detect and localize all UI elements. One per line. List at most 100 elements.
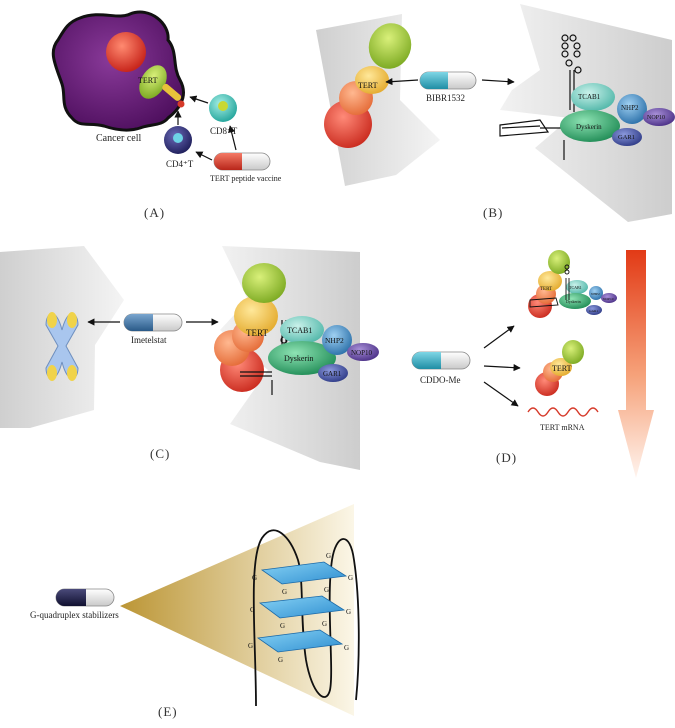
- panel-a-label: (A): [144, 205, 165, 220]
- peptide-stick: [162, 83, 182, 101]
- bibr1532-pill: [419, 71, 477, 90]
- g-quadruplex-stabilizer-pill: [55, 588, 115, 607]
- gar1-label-b: GAR1: [618, 134, 635, 141]
- tert-green-b: [368, 23, 412, 69]
- g-base-1c: G: [348, 574, 353, 582]
- nop10-label-c: NOP10: [351, 349, 373, 357]
- tert-green-d2: [562, 340, 584, 364]
- nhp2-label-d: NHP2: [591, 292, 600, 296]
- dyskerin-b: [560, 110, 620, 142]
- tert-green-c: [242, 263, 286, 303]
- cd4-nucleus: [173, 133, 183, 143]
- tert-yellow-d1: [538, 271, 562, 291]
- g-base-3d: G: [278, 656, 283, 664]
- panel-e-label: (E): [158, 704, 178, 719]
- tert-label-b: TERT: [358, 81, 378, 90]
- panel-e: G-quadruplex stabilizers G G G G G G G G…: [30, 504, 360, 719]
- g-quadruplex-label: G-quadruplex stabilizers: [30, 610, 119, 620]
- dyskerin-label-b: Dyskerin: [576, 123, 602, 131]
- telomerase-rna-d: [529, 264, 570, 308]
- g-base-2d: G: [280, 622, 285, 630]
- arrow-d-down: [483, 381, 519, 407]
- chromosome-icon: [45, 312, 79, 381]
- arrow-b-right: [481, 78, 515, 86]
- tcab1-d: [566, 280, 588, 294]
- arrow-vaccine-to-cd4: [195, 151, 213, 161]
- arrow-d-up: [483, 325, 515, 349]
- nhp2-b: [617, 94, 647, 124]
- imetelstat-pill: [123, 313, 183, 332]
- nhp2-label-b: NHP2: [621, 104, 639, 112]
- g-tetrad-2: [258, 595, 346, 619]
- tert-mrna-wave: [527, 407, 599, 417]
- tcab1-label-b: TCAB1: [578, 93, 601, 101]
- nop10-b: [643, 108, 675, 126]
- nhp2-label-c: NHP2: [325, 336, 344, 345]
- gar1-c: [318, 364, 348, 382]
- cd4-label: CD4⁺T: [166, 159, 194, 169]
- gar1-d: [586, 305, 602, 315]
- g-quadruplex-strand: [252, 529, 360, 707]
- cddo-me-label: CDDO-Me: [420, 375, 461, 385]
- tcab1-b: [571, 83, 615, 111]
- gar1-label-c: GAR1: [323, 370, 342, 378]
- tcab1-label-c: TCAB1: [287, 326, 312, 335]
- tcab1-c: [280, 316, 324, 344]
- g-base-2b: G: [324, 586, 329, 594]
- g-base-3c: G: [344, 644, 349, 652]
- cancer-cell-nucleus: [106, 32, 146, 72]
- g-base-1b: G: [326, 552, 331, 560]
- tert-label-d1: TERT: [540, 287, 552, 292]
- decrease-gradient-arrow: [618, 250, 654, 478]
- bibr1532-label: BIBR1532: [426, 93, 465, 103]
- cddo-me-pill: [411, 351, 471, 370]
- panel-d-label: (D): [496, 450, 517, 465]
- nhp2-d: [589, 286, 603, 300]
- g-base-1a: G: [252, 574, 257, 582]
- dyskerin-d: [559, 293, 591, 309]
- arrow-cd8-to-tert: [189, 95, 209, 104]
- tert-yellow-c: [234, 296, 278, 336]
- panel-c-label: (C): [150, 446, 170, 461]
- panel-c: Imetelstat TERT TCAB1 Dyskerin NHP2 NOP1…: [0, 246, 379, 470]
- dyskerin-c: [268, 341, 336, 375]
- tert-label-a: TERT: [138, 76, 158, 85]
- panel-a: TERT Cancer cell CD8⁺T CD4⁺T TERT peptid…: [51, 10, 282, 220]
- g-tetrad-3: [256, 629, 344, 653]
- tert-label-c: TERT: [246, 328, 268, 338]
- gar1-label-d: GAR1: [589, 309, 598, 313]
- arrow-vaccine-to-cd8: [228, 125, 237, 151]
- peptide-tip: [177, 100, 185, 108]
- tert-peptide-vaccine-pill: [213, 152, 271, 171]
- nhp2-c: [322, 325, 352, 355]
- arrow-b-left: [385, 78, 419, 86]
- g-base-2c: G: [346, 608, 351, 616]
- arrow-d-mid: [483, 364, 521, 372]
- panel-b-label: (B): [483, 205, 503, 220]
- g-base-3a: G: [248, 642, 253, 650]
- gar1-b: [612, 128, 642, 146]
- panel-b: TERT BIBR1532 TCAB1 Dyskerin NHP2 NOP10: [316, 4, 675, 222]
- tert-label-d2: TERT: [552, 364, 572, 373]
- gold-cone: [120, 504, 354, 716]
- tcab1-label-d: TCAB1: [569, 285, 582, 290]
- tert-green-blob: [139, 65, 167, 99]
- g-base-1d: G: [282, 588, 287, 596]
- nop10-label-d: NOP10: [603, 297, 614, 301]
- cd8-nucleus: [218, 101, 228, 111]
- nop10-label-b: NOP10: [647, 115, 665, 121]
- imetelstat-label: Imetelstat: [131, 335, 167, 345]
- g-tetrad-1: [260, 561, 348, 585]
- tert-yellow-b: [355, 66, 389, 94]
- cd8-label: CD8⁺T: [210, 126, 238, 136]
- nop10-d: [601, 293, 617, 303]
- cancer-cell-body: [51, 10, 185, 132]
- nop10-c: [347, 343, 379, 361]
- cancer-cell-label: Cancer cell: [96, 133, 141, 144]
- dyskerin-label-c: Dyskerin: [284, 354, 313, 363]
- tert-green-d1: [548, 250, 570, 274]
- vaccine-label: TERT peptide vaccine: [210, 174, 282, 183]
- tert-yellow-d2: [550, 358, 572, 376]
